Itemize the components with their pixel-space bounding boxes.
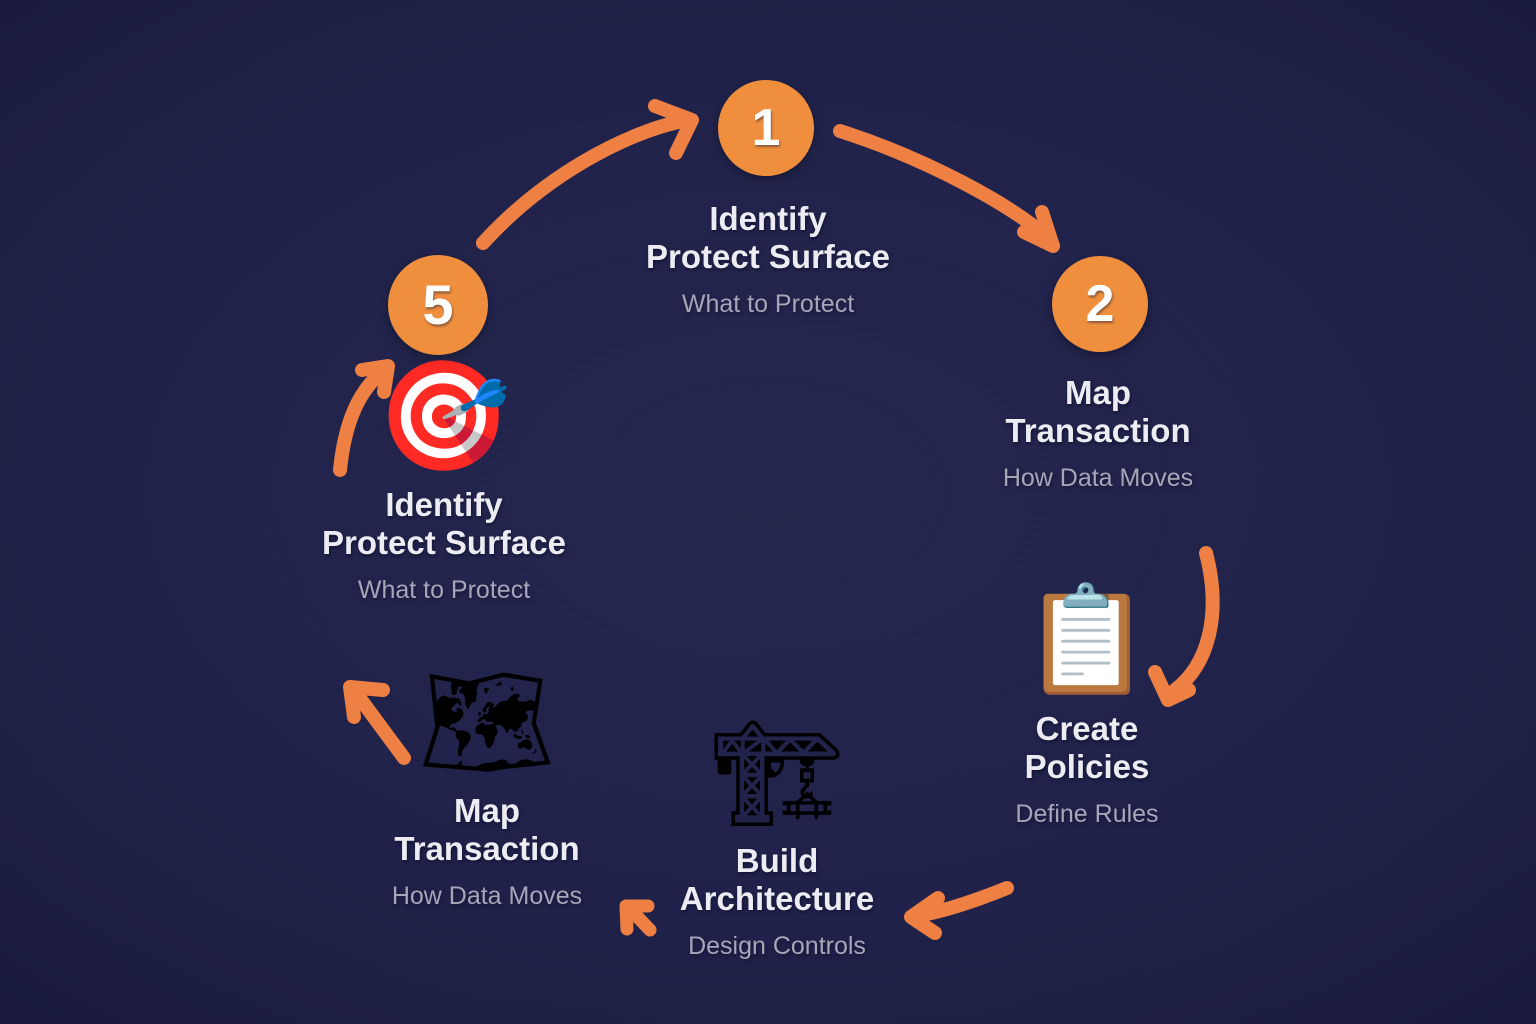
- node-subtitle: How Data Moves: [1002, 463, 1194, 492]
- node-title: Create Policies: [1024, 710, 1150, 786]
- node-subtitle: What to Protect: [357, 575, 531, 604]
- node-identify-protect-surface-top[interactable]: Identify Protect Surface What to Protect: [538, 200, 998, 319]
- node-title: Build Architecture: [679, 842, 875, 918]
- step-badge-2[interactable]: 2: [1052, 256, 1148, 352]
- step-badge-2-label: 2: [1085, 275, 1115, 333]
- node-title: Map Transaction: [1005, 374, 1191, 450]
- node-subtitle: How Data Moves: [391, 881, 583, 910]
- step-badge-1[interactable]: 1: [718, 80, 814, 176]
- node-map-transaction-right[interactable]: Map Transaction How Data Moves: [868, 374, 1328, 493]
- step-badge-5-label: 5: [422, 273, 454, 336]
- node-build-architecture[interactable]: 🏗 Build Architecture Design Controls: [547, 722, 1007, 961]
- target-dart-icon: 🎯: [376, 355, 512, 476]
- step-badge-1-label: 1: [751, 99, 781, 157]
- world-map-icon: 🗺: [418, 661, 556, 782]
- node-title: Map Transaction: [394, 792, 580, 868]
- node-subtitle: What to Protect: [681, 289, 855, 318]
- node-subtitle: Define Rules: [1015, 799, 1159, 828]
- node-identify-protect-surface-left[interactable]: 🎯 Identify Protect Surface What to Prote…: [214, 362, 674, 605]
- building-construction-icon: 🏗: [710, 716, 844, 832]
- clipboard-icon: 📋: [1022, 582, 1152, 698]
- step-badge-5[interactable]: 5: [388, 255, 488, 355]
- node-title: Identify Protect Surface: [646, 200, 890, 276]
- node-create-policies[interactable]: 📋 Create Policies Define Rules: [857, 588, 1317, 829]
- node-title: Identify Protect Surface: [322, 486, 566, 562]
- node-subtitle: Design Controls: [688, 931, 866, 960]
- node-map-transaction-bottom[interactable]: 🗺 Map Transaction How Data Moves: [257, 668, 717, 911]
